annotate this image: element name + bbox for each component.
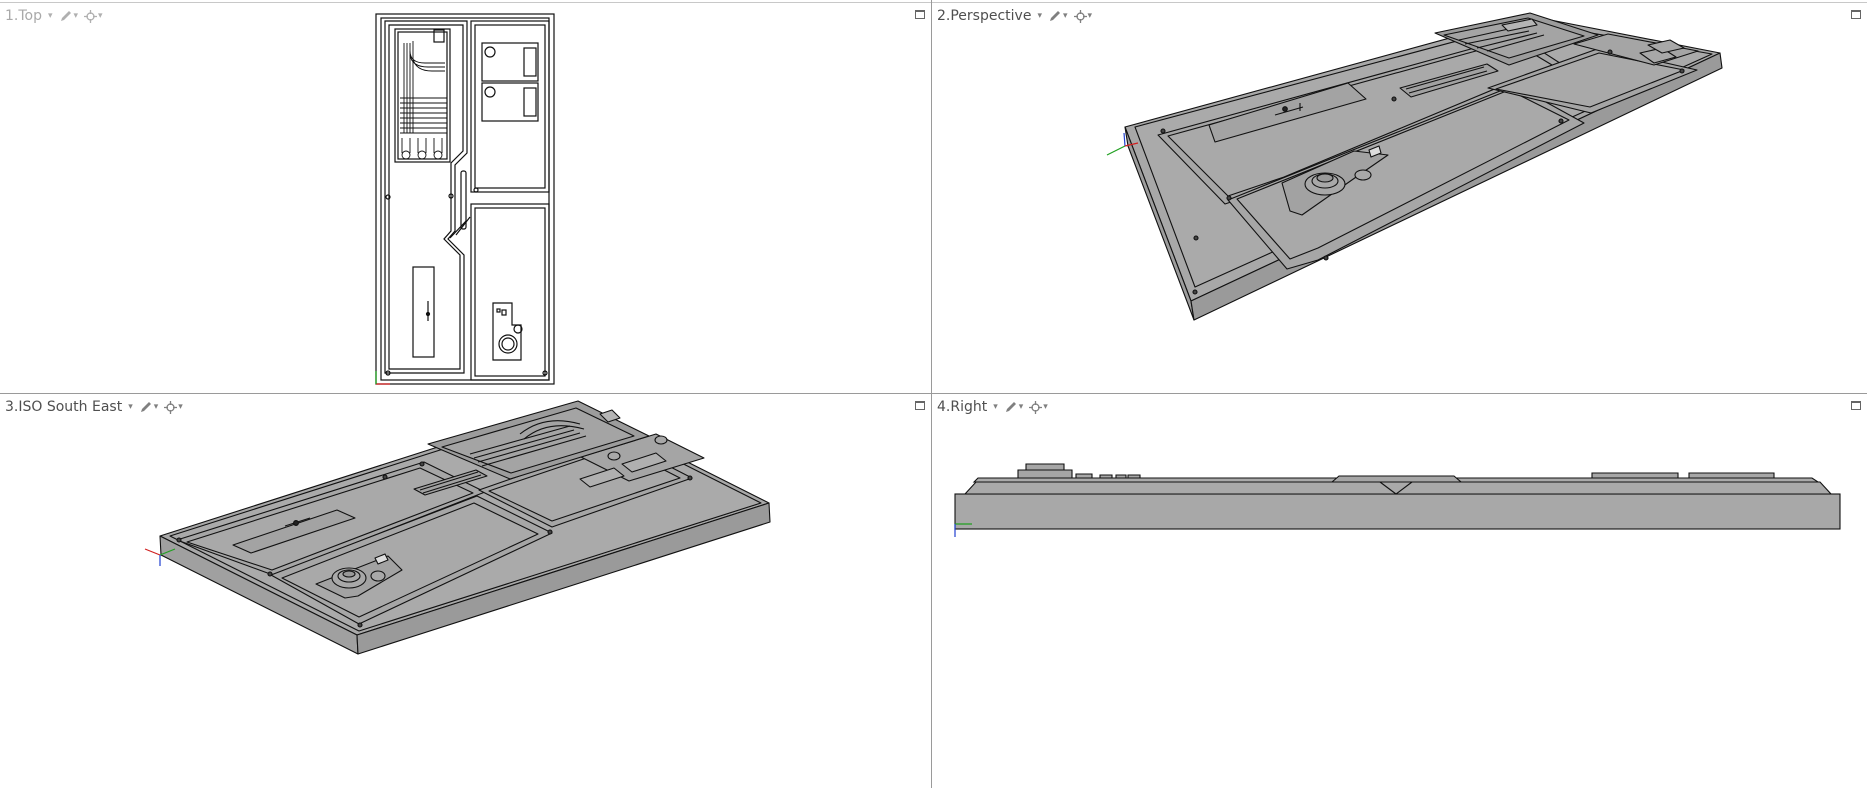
viewport-separator-horizontal[interactable] — [0, 393, 1867, 394]
viewport-menu-dropdown[interactable]: ▾ — [993, 401, 998, 412]
chevron-down-icon: ▾ — [47, 10, 53, 21]
display-mode-dropdown[interactable]: ▾ — [139, 400, 159, 414]
chevron-down-icon: ▾ — [1062, 10, 1068, 21]
viewport-title[interactable]: 1.Top — [5, 8, 42, 24]
maximize-icon[interactable] — [1851, 401, 1861, 410]
viewport-header: 3.ISO South East ▾ ▾ ▾ — [5, 399, 183, 415]
pencil-icon — [140, 402, 151, 412]
viewport-header: 1.Top ▾ ▾ ▾ — [5, 8, 103, 24]
pencil-icon — [1049, 11, 1060, 21]
viewport-header: 2.Perspective ▾ ▾ ▾ — [937, 8, 1092, 24]
viewport-title[interactable]: 4.Right — [937, 399, 988, 415]
pencil-icon — [1005, 402, 1016, 412]
chevron-down-icon: ▾ — [98, 10, 103, 21]
viewport-top[interactable]: 1.Top ▾ ▾ ▾ — [0, 3, 931, 393]
viewport-iso-south-east[interactable]: 3.ISO South East ▾ ▾ ▾ — [0, 394, 931, 788]
viewport-title[interactable]: 3.ISO South East — [5, 399, 123, 415]
crosshair-icon — [84, 9, 98, 23]
display-mode-dropdown[interactable]: ▾ — [1004, 400, 1024, 414]
viewport-menu-dropdown[interactable]: ▾ — [47, 10, 53, 21]
display-mode-dropdown[interactable]: ▾ — [59, 9, 79, 23]
perspective-view-drawing — [1106, 12, 1723, 321]
viewport-menu-dropdown[interactable]: ▾ — [1037, 10, 1042, 21]
iso-view-drawing — [144, 400, 771, 655]
crosshair-icon — [164, 400, 178, 414]
viewport-perspective[interactable]: 2.Perspective ▾ ▾ ▾ — [932, 3, 1867, 393]
snap-dropdown[interactable]: ▾ — [1029, 400, 1048, 414]
chevron-down-icon: ▾ — [153, 401, 159, 412]
crosshair-icon — [1073, 9, 1087, 23]
chevron-down-icon: ▾ — [1037, 10, 1042, 21]
viewport-header: 4.Right ▾ ▾ ▾ — [937, 399, 1048, 415]
viewport-right[interactable]: 4.Right ▾ ▾ ▾ — [932, 394, 1867, 788]
chevron-down-icon: ▾ — [178, 401, 183, 412]
chevron-down-icon: ▾ — [73, 10, 79, 21]
snap-dropdown[interactable]: ▾ — [1073, 9, 1093, 23]
maximize-icon[interactable] — [1851, 10, 1861, 19]
chevron-down-icon: ▾ — [1087, 10, 1093, 21]
chevron-down-icon: ▾ — [1018, 401, 1024, 412]
pencil-icon — [60, 11, 71, 21]
top-border — [0, 2, 1867, 3]
crosshair-icon — [1029, 400, 1043, 414]
display-mode-dropdown[interactable]: ▾ — [1048, 9, 1068, 23]
chevron-down-icon: ▾ — [1043, 401, 1048, 412]
viewport-menu-dropdown[interactable]: ▾ — [128, 401, 133, 412]
top-view-drawing — [375, 13, 555, 385]
right-view-drawing — [954, 463, 1841, 537]
maximize-icon[interactable] — [915, 401, 925, 410]
snap-dropdown[interactable]: ▾ — [84, 9, 103, 23]
snap-dropdown[interactable]: ▾ — [164, 400, 183, 414]
maximize-icon[interactable] — [915, 10, 925, 19]
chevron-down-icon: ▾ — [128, 401, 133, 412]
chevron-down-icon: ▾ — [993, 401, 998, 412]
viewport-separator-vertical[interactable] — [931, 0, 932, 788]
viewport-title[interactable]: 2.Perspective — [937, 8, 1032, 24]
